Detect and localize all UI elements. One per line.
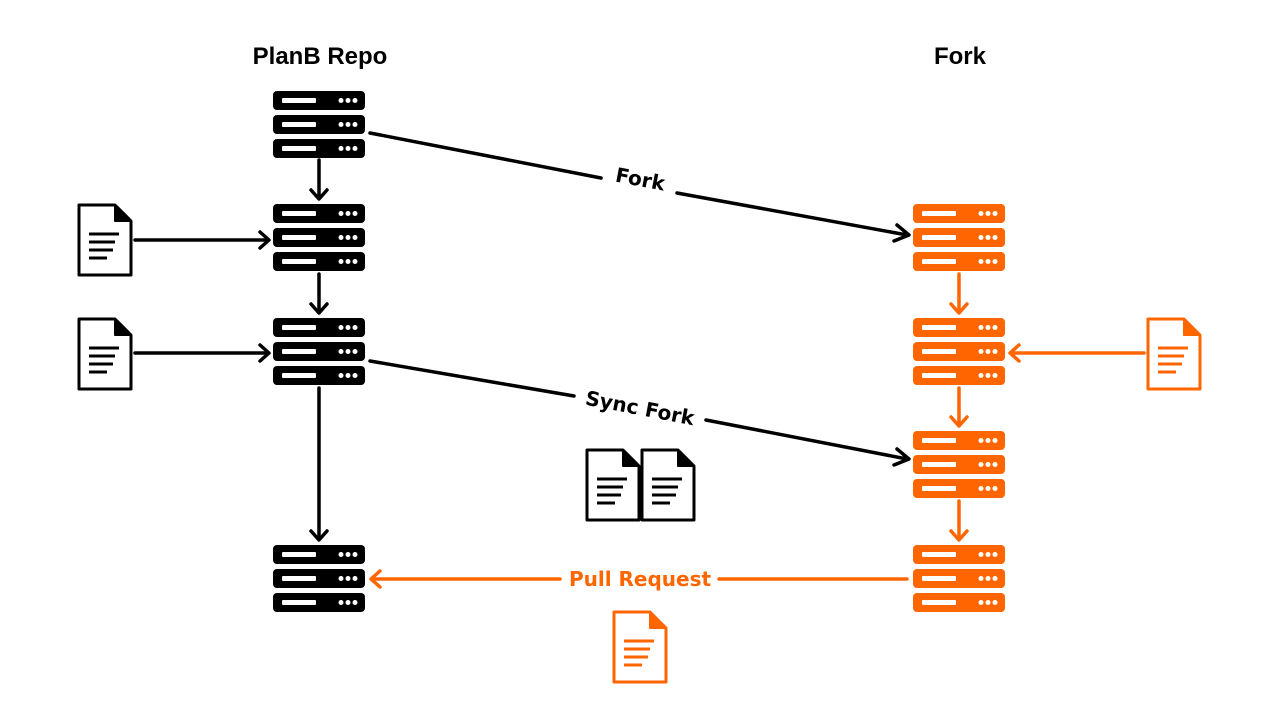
arrowhead [369, 569, 382, 589]
arrowhead [949, 302, 969, 315]
sync-fork-arrow [704, 418, 909, 461]
arrowhead [258, 230, 271, 250]
document-icon [77, 317, 133, 391]
arrowhead [949, 415, 969, 428]
pull-request-edge-label: Pull Request [569, 567, 712, 591]
fork-arrow [675, 191, 909, 237]
arrowhead [258, 343, 271, 363]
sync-fork-arrow [368, 359, 576, 398]
arrowhead [892, 223, 911, 243]
planb-repo-title: PlanB Repo [252, 43, 388, 70]
arrowhead [1008, 343, 1021, 363]
arrowhead [949, 529, 969, 542]
repo-server-icon [273, 318, 365, 385]
document-icon [640, 448, 696, 522]
repo-server-icon [273, 545, 365, 612]
arrowhead [309, 302, 329, 315]
fork-arrow [368, 131, 603, 180]
arrowhead [309, 188, 329, 201]
document-icon [77, 203, 133, 277]
fork-title: Fork [933, 43, 986, 70]
arrowhead [892, 447, 911, 467]
repo-server-icon [273, 204, 365, 271]
document-icon [612, 610, 668, 684]
document-icon [585, 448, 641, 522]
fork-edge-label: Fork [614, 163, 668, 196]
fork-server-icon [913, 318, 1005, 385]
fork-server-icon [913, 545, 1005, 612]
sync-fork-edge-label: Sync Fork [584, 386, 697, 430]
fork-server-icon [913, 431, 1005, 498]
arrowhead [309, 529, 329, 542]
document-icon [1146, 317, 1202, 391]
fork-server-icon [913, 204, 1005, 271]
repo-server-icon [273, 91, 365, 158]
